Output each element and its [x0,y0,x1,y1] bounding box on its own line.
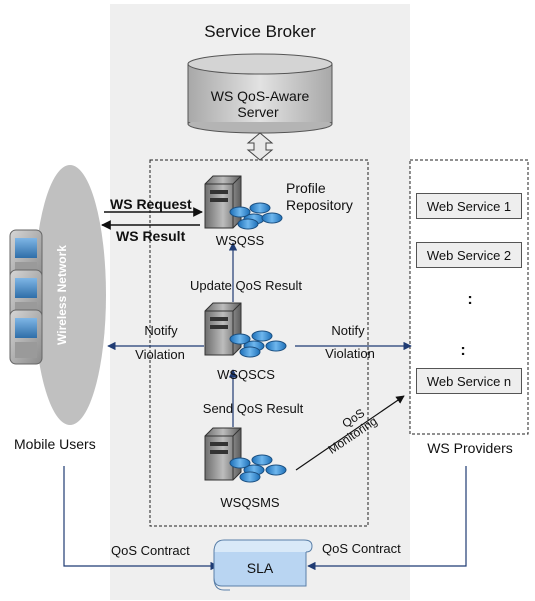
wsqsms-server-icon [204,427,242,481]
qos-contract-right-arrow [307,466,467,571]
providers-dashed-box [409,159,529,435]
notify-left-label-2: Violation [135,347,185,362]
ws-result-label: WS Result [116,228,186,244]
providers-ellipsis-upper: : [467,291,473,308]
sla-label: SLA [246,560,274,576]
mobile-phone-icon [9,309,43,365]
ws-providers-label: WS Providers [427,440,513,456]
wsqscs-label: WSQSCS [217,367,275,382]
broker-dashed-box [149,159,369,527]
qos-contract-right-label: QoS Contract [322,541,401,556]
wireless-network-label: Wireless Network [55,245,70,345]
qos-contract-left-label: QoS Contract [111,543,190,558]
wsqsms-label: WSQSMS [220,495,280,510]
wireless-network-ellipse [34,165,106,425]
wsqsms-disks-icon [229,454,287,483]
wsqscs-server-icon [204,302,242,356]
notify-right-label-1: Notify [331,323,365,338]
qos-monitoring-arrow [295,395,405,471]
web-service-n-box: Web Service n [416,368,522,394]
qos-aware-server-database [187,53,333,134]
notify-left-label-1: Notify [144,323,178,338]
server-link-arrow [246,132,274,161]
wsqss-disks-icon [229,202,283,230]
wsqss-server-icon [204,175,242,229]
wsqss-label: WSQSS [215,233,265,248]
profile-repository-label-1: Profile [286,180,326,196]
update-qos-label: Update QoS Result [189,278,303,293]
qos-aware-server-label-1: WS QoS-Aware [210,88,310,104]
notify-right-label-2: Violation [325,346,375,361]
send-qos-label: Send QoS Result [202,401,304,416]
sla-scroll-icon [213,539,313,591]
providers-ellipsis-lower: : [460,342,466,359]
web-service-2-box: Web Service 2 [416,242,522,268]
profile-repository-label-2: Repository [286,197,353,213]
wsqscs-disks-icon [229,330,287,358]
mobile-users-label: Mobile Users [14,436,96,452]
web-service-1-box: Web Service 1 [416,193,522,219]
qos-contract-left-arrow [63,466,219,571]
ws-request-label: WS Request [110,196,192,212]
service-broker-title: Service Broker [204,22,316,41]
qos-aware-server-label-2: Server [237,104,279,120]
